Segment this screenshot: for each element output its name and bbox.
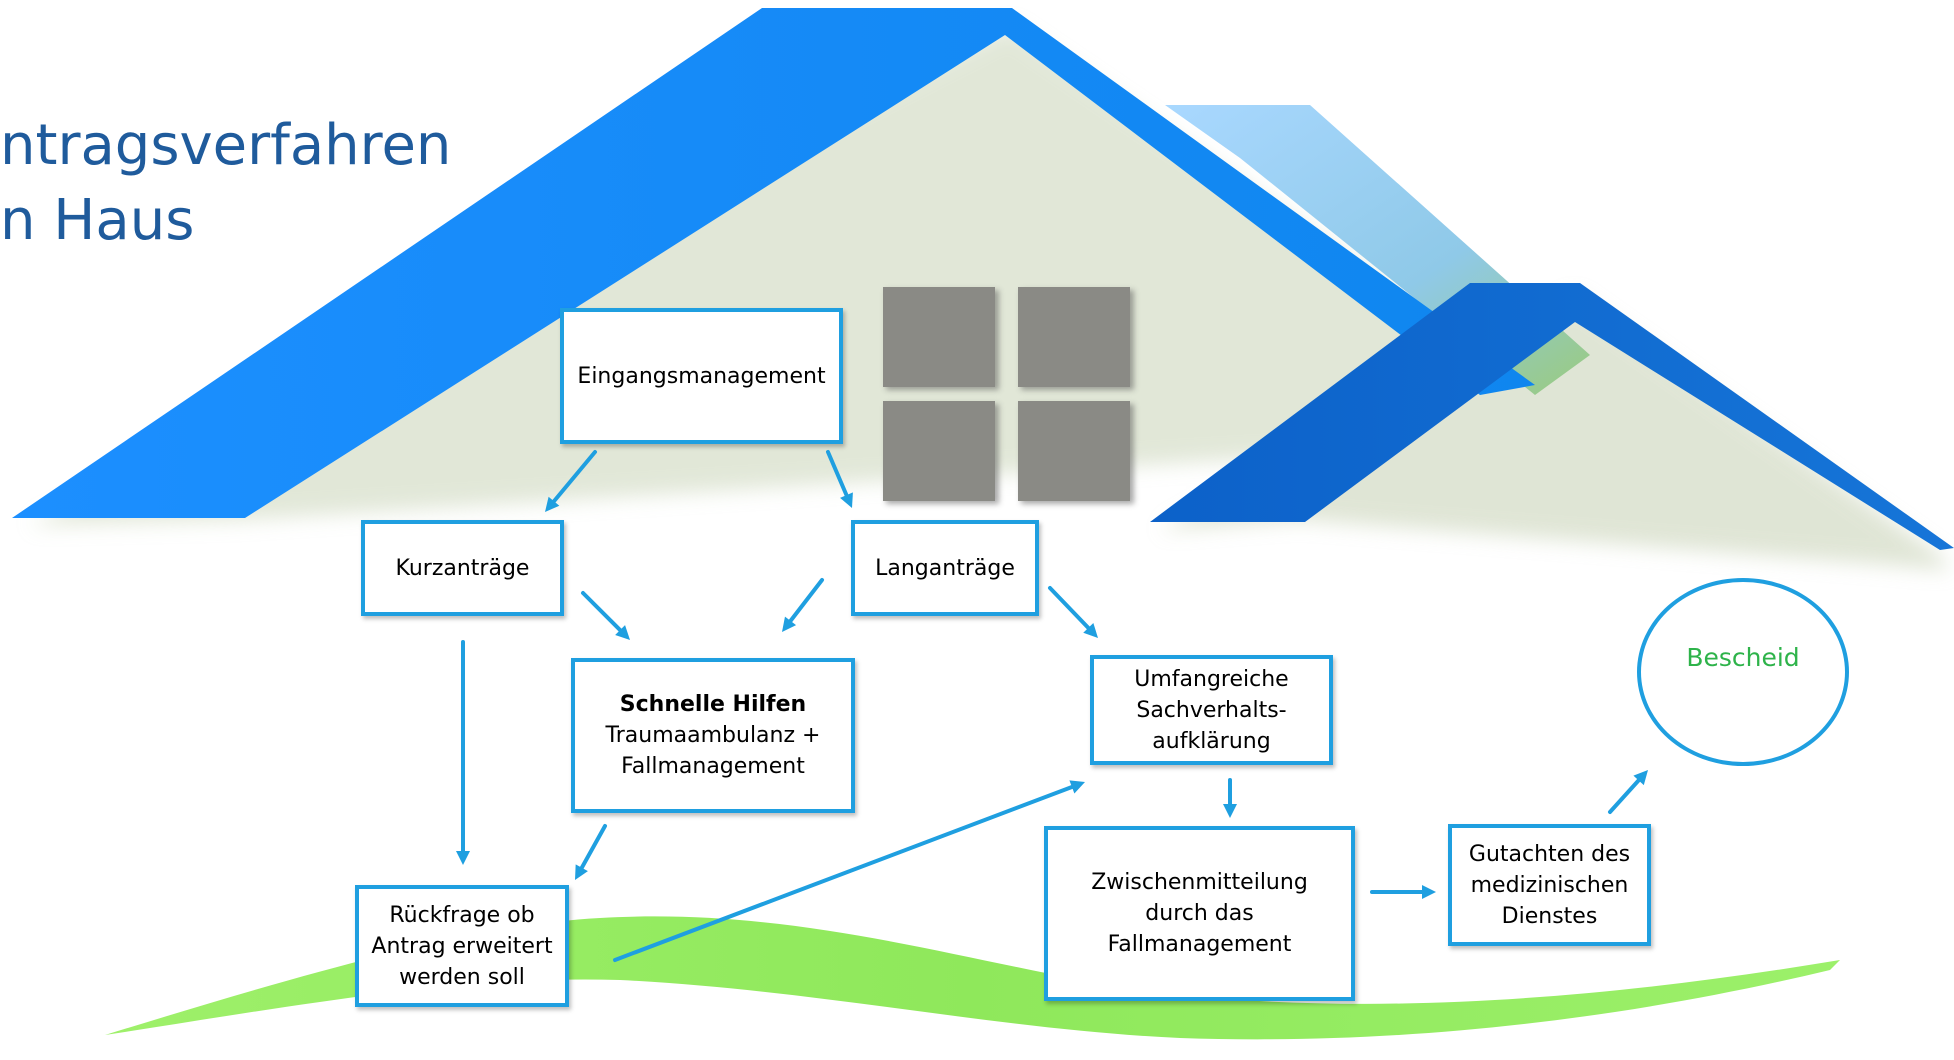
node-label: Eingangsmanagement <box>577 363 826 389</box>
node-label: werden soll <box>399 964 525 990</box>
node-zwischenmitteilung: Zwischenmitteilung durch das Fallmanagem… <box>1044 826 1355 1001</box>
arrow-eingang-to-lang <box>826 450 849 498</box>
node-heading: Schnelle Hilfen <box>619 692 807 717</box>
arrow-gutacht-to-bescheid <box>1608 778 1641 814</box>
node-label: Fallmanagement <box>621 754 805 779</box>
node-label: Langanträge <box>875 555 1015 581</box>
node-gutachten: Gutachten des medizinischen Dienstes <box>1448 824 1651 946</box>
node-langantraege: Langanträge <box>851 520 1039 616</box>
arrowhead-eingang-to-lang <box>840 492 853 508</box>
arrow-rueck-to-umfang <box>613 784 1074 962</box>
node-label: Traumaambulanz + <box>605 723 821 748</box>
arrow-lang-to-schnell <box>788 578 824 623</box>
node-label: Gutachten des <box>1468 841 1631 867</box>
arrowhead-lang-to-schnell <box>782 616 797 632</box>
arrow-lang-to-umfang <box>1048 586 1091 630</box>
node-label: aufklärung <box>1152 728 1271 754</box>
page-title-line-2: n Haus <box>0 188 195 253</box>
arrowhead-zwischen-to-gutacht <box>1422 885 1436 899</box>
house-window <box>883 287 1134 504</box>
node-label: Bescheid <box>1686 642 1800 672</box>
node-label: Zwischenmitteilung <box>1091 870 1308 895</box>
node-label: medizinischen <box>1470 872 1629 898</box>
node-label: Sachverhalts- <box>1136 697 1287 723</box>
node-rueckfrage: Rückfrage ob Antrag erweitert werden sol… <box>355 885 569 1007</box>
node-bescheid: Bescheid <box>1637 578 1849 766</box>
arrowhead-kurz-to-rueck <box>456 851 470 865</box>
node-schnelle-hilfen: Schnelle Hilfen Traumaambulanz + Fallman… <box>571 658 855 813</box>
node-label: Antrag erweitert <box>371 933 553 959</box>
arrowhead-kurz-to-schnell <box>615 625 630 640</box>
node-label: Fallmanagement <box>1107 932 1292 957</box>
node-label: durch das <box>1145 901 1254 926</box>
page-title-line-1: ntragsverfahren <box>0 113 452 178</box>
arrowhead-gutacht-to-bescheid <box>1633 770 1648 786</box>
arrowhead-lang-to-umfang <box>1083 623 1098 638</box>
arrowhead-schnell-to-rueck <box>575 864 588 880</box>
node-label: Rückfrage ob <box>389 902 535 928</box>
connector-arrows <box>456 450 1648 962</box>
roof-secondary <box>1150 283 1954 550</box>
node-sachverhaltsaufklaerung: Umfangreiche Sachverhalts- aufklärung <box>1090 655 1333 765</box>
roof-main <box>12 8 1535 518</box>
arrow-kurz-to-schnell <box>581 591 623 633</box>
arrowhead-rueck-to-umfang <box>1069 780 1085 794</box>
node-kurzantraege: Kurzanträge <box>361 520 564 616</box>
arrow-eingang-to-kurz <box>551 450 597 504</box>
arrow-schnell-to-rueck <box>579 824 607 870</box>
arrowhead-eingang-to-kurz <box>545 496 560 512</box>
node-label: Umfangreiche <box>1134 666 1289 692</box>
node-label: Kurzanträge <box>395 555 530 581</box>
arrowhead-umfang-to-zwischen <box>1223 804 1237 818</box>
node-eingangsmanagement: Eingangsmanagement <box>560 308 843 444</box>
node-label: Dienstes <box>1501 903 1598 929</box>
